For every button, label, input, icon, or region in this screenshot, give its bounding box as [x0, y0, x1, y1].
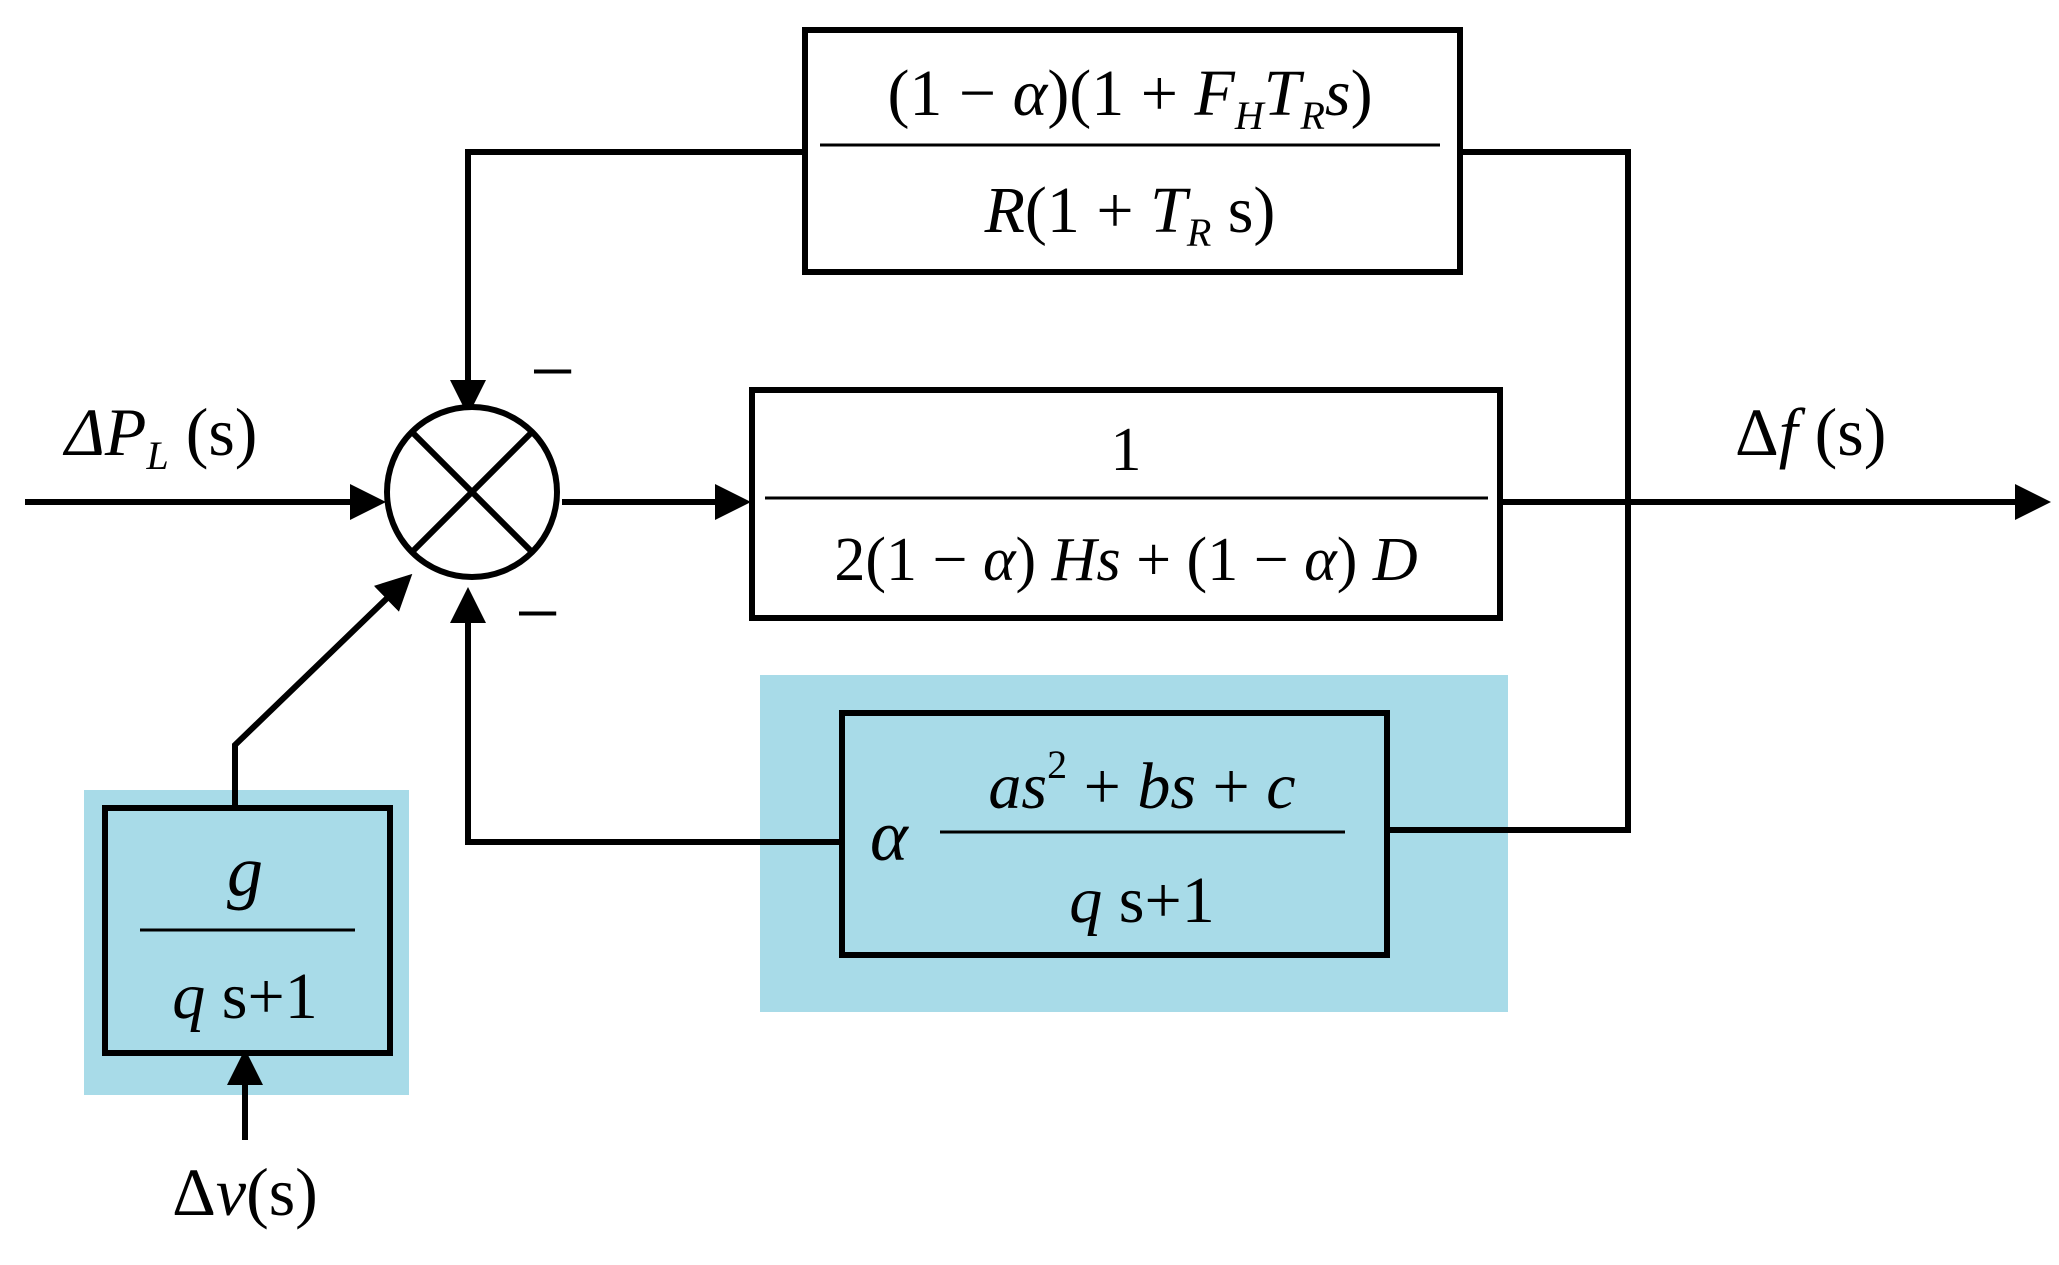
thermal-feedback-wire — [450, 149, 805, 416]
ev-input-filter-block: g q s+1 — [102, 805, 393, 1056]
thermal-feedback-block: (1 − α)(1 + FHTRs) R(1 + TR s) — [802, 27, 1463, 275]
ev-feedback-block: α as2 + bs + c q s+1 — [839, 710, 1390, 958]
output-label: Δf (s) — [1735, 394, 1886, 470]
ev-filter-output-wire — [232, 573, 413, 805]
summing-junction — [384, 404, 560, 580]
ev-return-wire — [1390, 502, 1631, 833]
ev-input-label: Δv(s) — [172, 1154, 318, 1230]
ev-feedback-numerator: as2 + bs + c — [988, 742, 1295, 823]
thermal-denominator: R(1 + TR s) — [984, 174, 1276, 255]
ev-filter-numerator: g — [227, 831, 263, 911]
ev-filter-denominator: q s+1 — [172, 960, 317, 1033]
ev-feedback-denominator: q s+1 — [1069, 864, 1214, 937]
junction-sign-top: − — [530, 328, 575, 416]
load-input-label: ΔPL (s) — [62, 394, 257, 478]
thermal-numerator: (1 − α)(1 + FHTRs) — [887, 57, 1372, 138]
ev-gain: α — [870, 796, 909, 876]
thermal-return-wire — [1462, 149, 1631, 502]
grid-inertia-block: 1 2(1 − α) Hs + (1 − α) D — [749, 387, 1503, 621]
junction-sign-bottom: − — [515, 570, 560, 658]
ev-feedback-wire — [450, 587, 842, 845]
inertia-denominator: 2(1 − α) Hs + (1 − α) D — [834, 526, 1417, 594]
inertia-numerator: 1 — [1111, 416, 1142, 484]
